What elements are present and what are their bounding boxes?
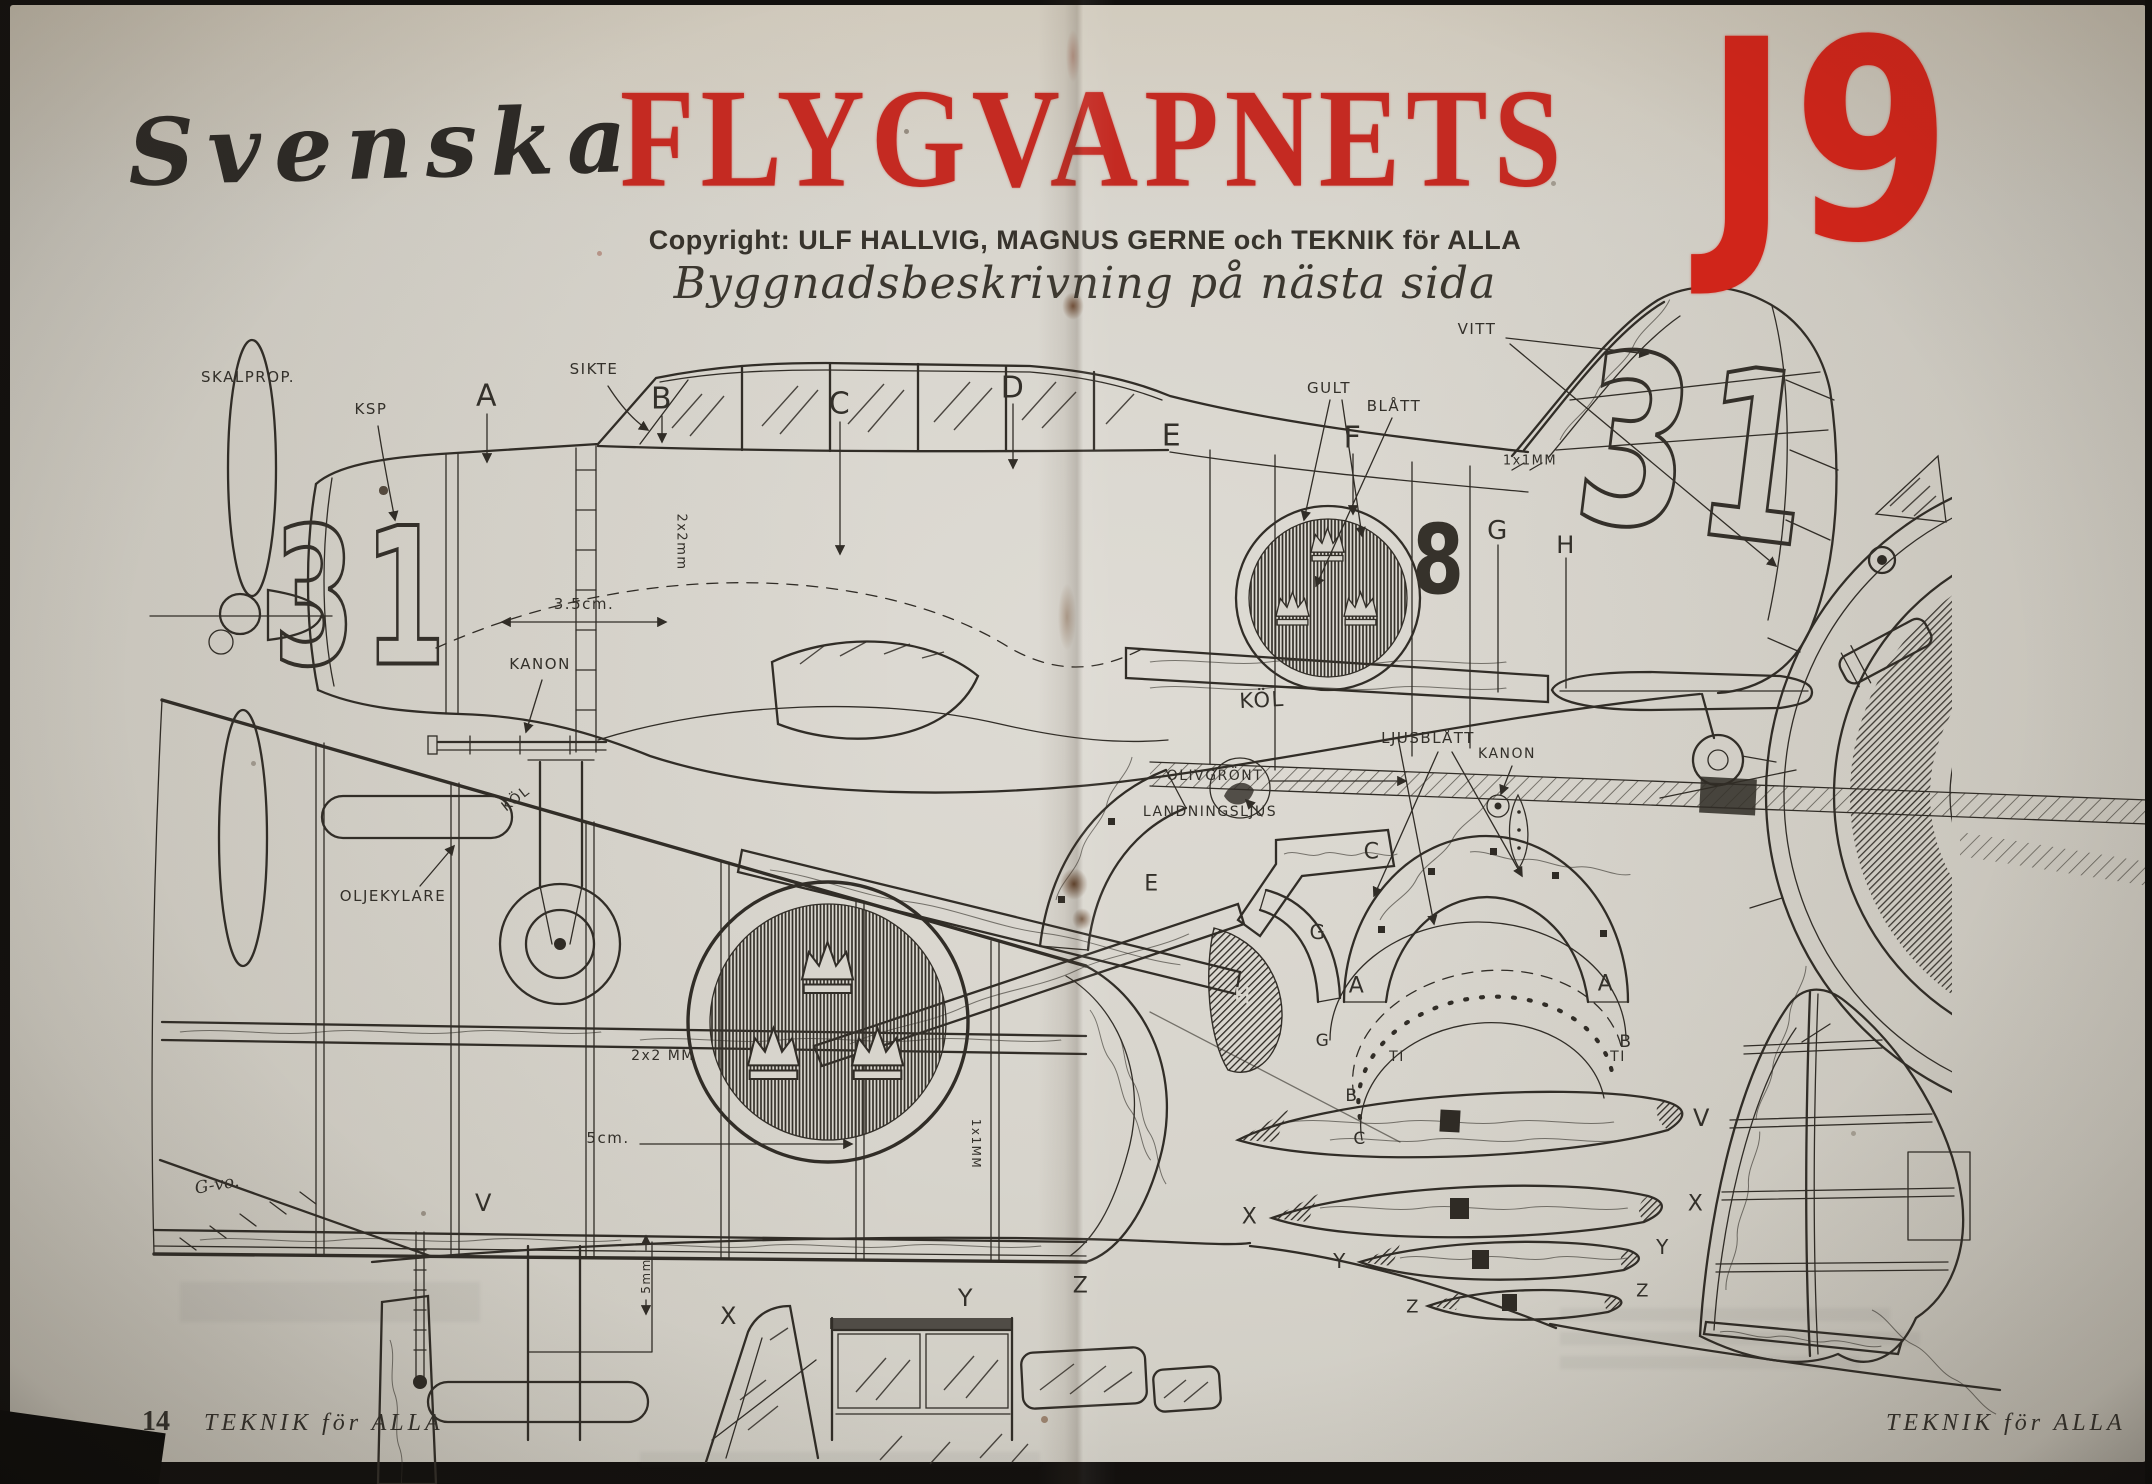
drawing-label-skalprop-: SKALPROP. <box>201 368 295 386</box>
leader-arrows <box>377 337 1778 1316</box>
drawing-label-kanon: KANON <box>509 655 571 673</box>
drawing-label-y: Y <box>1656 1235 1670 1259</box>
drawing-label-ksp: KSP <box>354 400 388 418</box>
drawing-label-b: B <box>650 381 674 417</box>
landing-gear <box>498 759 622 1006</box>
drawing-label-sikte: SIKTE <box>569 360 619 378</box>
drawing-label-oljekylare: OLJEKYLARE <box>339 887 447 905</box>
drawing-label-a: A <box>1597 971 1615 997</box>
drawing-label-c: C <box>1353 1129 1367 1149</box>
roundel-fuselage <box>1234 504 1422 692</box>
drawing-label-v: V <box>475 1189 493 1217</box>
kicker-svenska: Svenska <box>126 84 641 208</box>
drawing-label-x: X <box>1241 1204 1259 1230</box>
fin-rib-structure <box>1248 964 2002 1416</box>
drawing-label-2x2-mm: 2x2 MM <box>631 1048 695 1064</box>
drawing-label-d: D <box>1000 370 1026 406</box>
drawing-label-b: B <box>1345 1086 1359 1106</box>
drawing-label-z: Z <box>1072 1273 1090 1299</box>
drawing-label-a: A <box>1348 973 1366 999</box>
drawing-label-b: B <box>1619 1032 1633 1052</box>
rib-parts <box>1038 755 1632 1141</box>
drawing-label-e: E <box>1144 871 1160 897</box>
propeller <box>149 338 333 968</box>
drawing-label-5cm-: 5cm. <box>586 1129 630 1147</box>
drawing-label-g: G <box>1487 516 1509 546</box>
drawing-label-c: C <box>828 386 852 422</box>
drawing-label-ti: TI <box>1610 1049 1626 1065</box>
drawing-label-c: C <box>1363 839 1381 865</box>
drawing-label-h: H <box>1233 984 1253 1010</box>
drawing-label-g: G <box>1309 920 1327 944</box>
magazine-name-left: TEKNIK för ALLA <box>204 1410 444 1436</box>
drawing-label-landningsljus: LANDNINGSLJUS <box>1142 804 1278 820</box>
drawing-label-z: Z <box>1406 1296 1420 1318</box>
roundel-wing <box>686 880 970 1164</box>
drawing-label-8: 8 <box>1411 504 1465 616</box>
spar-sections <box>1234 1090 1684 1321</box>
footer-right: TEKNIK för ALLA15 <box>1886 1406 2152 1438</box>
drawing-label-f: F <box>1343 420 1363 456</box>
drawing-label-v: V <box>1693 1104 1711 1132</box>
drawing-label-köl: KÖL <box>1238 686 1286 714</box>
dust-specks <box>0 0 3 3</box>
photo-edge-right <box>2145 0 2152 1484</box>
drawing-label-x: X <box>720 1302 738 1330</box>
drawing-label-5mm: 5mm <box>639 1258 653 1294</box>
copyright-line: Copyright: ULF HALLVIG, MAGNUS GERNE och… <box>648 225 1522 255</box>
drawing-label-1x1mm: 1x1MM <box>1502 453 1558 469</box>
drawing-label-g: G <box>1315 1031 1331 1051</box>
drawing-label-2x2mm: 2x2mm <box>673 513 689 571</box>
drawing-label-blått: BLÅTT <box>1366 397 1422 415</box>
canopy-detail <box>370 1231 1252 1484</box>
title-flygvapnets: FLYGVAPNETS <box>620 60 1568 217</box>
drawing-label-ti: TI <box>1389 1049 1405 1065</box>
canopy-glass-hatching <box>671 381 1135 437</box>
magazine-name-right: TEKNIK för ALLA <box>1886 1410 2126 1436</box>
drawing-label-gult: GULT <box>1306 379 1352 397</box>
subtitle-line: Byggnadsbeskrivning på nästa sida <box>673 258 1497 309</box>
cowl-front-view <box>1742 454 1952 1094</box>
drawing-label-3-5cm-: 3.5cm. <box>553 595 615 613</box>
wing-plan <box>151 698 1401 1264</box>
drawing-label-vitt: VITT <box>1457 320 1497 338</box>
drawing-label-ljusblått: LJUSBLÅTT <box>1381 729 1475 747</box>
drawing-label-y: Y <box>1333 1249 1347 1273</box>
drawing-label-z: Z <box>1636 1280 1650 1302</box>
drawing-label-31: 31 <box>272 486 455 711</box>
drawing-label-h: H <box>1556 531 1576 559</box>
drawing-label-kanon: KANON <box>1478 746 1536 762</box>
drawing-label-y: Y <box>957 1284 975 1312</box>
designation-j9: J9 <box>1704 0 1955 305</box>
drawing-label-1x1mm: 1x1MM <box>969 1118 983 1170</box>
drawing-label-olivgrönt: OLIVGRÖNT <box>1166 768 1264 784</box>
drawing-label-31: 31 <box>1562 300 1838 604</box>
drawing-label-e: E <box>1161 418 1183 454</box>
drawing-label-x: X <box>1687 1191 1705 1217</box>
drawing-label-a: A <box>475 378 499 414</box>
